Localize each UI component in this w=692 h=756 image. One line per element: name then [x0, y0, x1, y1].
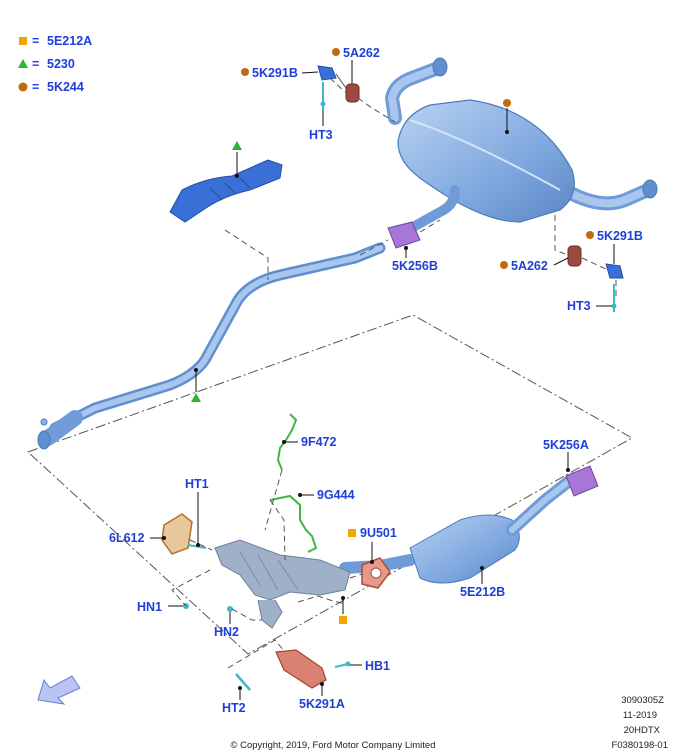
label-ht1: HT1	[185, 477, 209, 491]
legend: = 5E212A = 5230 = 5K244	[18, 34, 92, 94]
label-5k256b: 5K256B	[392, 259, 438, 273]
legend-square-marker	[19, 37, 27, 45]
assembly-line-hn1	[171, 569, 211, 607]
muffler-inlet-pipe	[410, 185, 460, 231]
gasket-9u501	[361, 557, 391, 589]
pipe-front-flange	[37, 430, 51, 450]
direction-arrow-icon	[37, 675, 81, 705]
insulator-5a262-right	[567, 245, 582, 267]
label-hn1: HN1	[137, 600, 162, 614]
label-5a262-right: 5A262	[511, 259, 548, 273]
label-hn2: HN2	[214, 625, 239, 639]
assembly-outline	[27, 314, 634, 655]
assembly-line-shield	[224, 229, 269, 280]
marker-circle-5a262-top	[332, 48, 340, 56]
legend-eq-3: =	[32, 80, 39, 94]
legend-eq-1: =	[32, 34, 39, 48]
assembly-line-top-mount	[329, 77, 396, 123]
lower-tailpipe-tip	[642, 179, 658, 199]
legend-code-square: 5E212A	[47, 34, 92, 48]
assembly-line-hanger-b	[359, 219, 441, 256]
sensor-9f472	[276, 413, 298, 471]
label-ht2: HT2	[222, 701, 246, 715]
legend-triangle-marker	[18, 59, 28, 68]
stud-ht2	[235, 673, 251, 691]
legend-eq-2: =	[32, 57, 39, 71]
label-5e212b: 5E212B	[460, 585, 505, 599]
bolt-hb1	[334, 661, 351, 668]
upper-tailpipe-tip	[432, 57, 448, 77]
label-5k256a: 5K256A	[543, 438, 589, 452]
assembly-line-ht2	[227, 639, 286, 669]
intermediate-pipe	[37, 242, 386, 450]
marker-triangle-shield	[232, 141, 242, 150]
legend-code-triangle: 5230	[47, 57, 75, 71]
marker-square-9u501	[348, 529, 356, 537]
legend-circle-marker	[18, 82, 28, 92]
footer-ref: 3090305Z	[621, 695, 664, 706]
label-5a262-top: 5A262	[343, 46, 380, 60]
marker-square-cat	[339, 616, 347, 624]
assembly-line-right-mount	[554, 215, 617, 300]
assembly-line-9u501	[349, 573, 363, 579]
nut-hn2	[227, 606, 233, 612]
clamp-5k291b-top	[317, 65, 337, 81]
marker-circle-5a262-right	[500, 261, 508, 269]
footer-date: 11-2019	[623, 710, 657, 721]
label-hb1: HB1	[365, 659, 390, 673]
gasket-5k291a	[275, 649, 327, 689]
label-ht3-top: HT3	[309, 128, 333, 142]
marker-circle-muffler	[503, 99, 511, 107]
heat-shield-blue	[169, 159, 283, 223]
label-9f472: 9F472	[301, 435, 336, 449]
marker-circle-5k291b-right	[586, 231, 594, 239]
label-9g444: 9G444	[317, 488, 355, 502]
footer-model: 20HDTX	[624, 725, 661, 736]
clamp-5k291b-right	[605, 263, 624, 279]
hanger-5k256b	[387, 221, 421, 249]
label-9u501: 9U501	[360, 526, 397, 540]
label-6l612: 6L612	[109, 531, 144, 545]
legend-code-circle: 5K244	[47, 80, 84, 94]
assembly-line-9g444	[269, 499, 286, 561]
heat-shield-6l612	[161, 513, 193, 555]
assembly-line-hb1	[297, 595, 346, 605]
sensor-9g444	[269, 494, 318, 553]
marker-circle-5k291b-top	[241, 68, 249, 76]
label-5k291a: 5K291A	[299, 697, 345, 711]
assembly-line-6l612	[189, 539, 213, 551]
assembly-line-hn2	[231, 608, 262, 621]
insulator-5a262-top	[345, 83, 360, 103]
label-5k291b-top: 5K291B	[252, 66, 298, 80]
label-5k291b-right: 5K291B	[597, 229, 643, 243]
rear-muffler-assembly	[385, 57, 658, 231]
pipe-front-flare	[40, 410, 83, 446]
assembly-line-9f472	[264, 469, 283, 531]
exhaust-manifold	[214, 539, 351, 629]
rear-muffler	[397, 99, 575, 223]
copyright: © Copyright, 2019, Ford Motor Company Li…	[230, 740, 435, 751]
hanger-5k256a	[565, 465, 599, 497]
catalytic-converter-assembly	[339, 476, 574, 584]
label-ht3-right: HT3	[567, 299, 591, 313]
catalytic-converter	[409, 514, 520, 584]
footer-figure: F0380198-01	[611, 740, 668, 751]
bolt-ht3-top	[320, 82, 326, 110]
marker-triangle-pipe	[191, 393, 201, 402]
bolt-ht3-right	[611, 284, 617, 312]
